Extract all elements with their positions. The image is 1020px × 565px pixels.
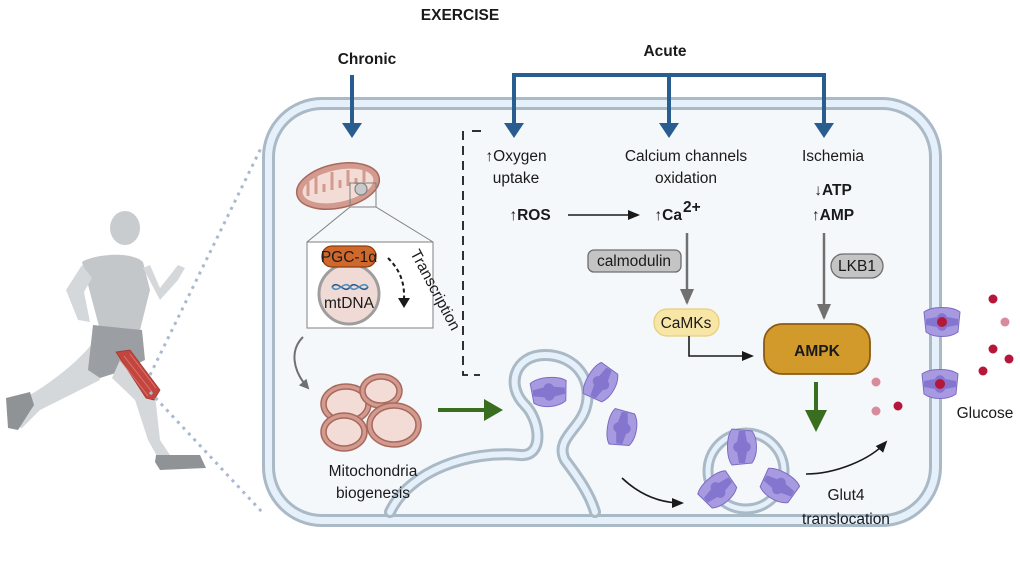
feedback-dashed-line (462, 131, 480, 376)
pgc1a-label: PGC-1α (321, 249, 377, 266)
glut4-transporter (529, 376, 567, 408)
back-shoe (6, 392, 34, 430)
ampk-activation-arrow (805, 382, 827, 432)
glut4-transporter (606, 407, 638, 447)
label-acute: Acute (643, 43, 686, 60)
dna-helix-icon (331, 283, 369, 291)
label-oxygen-uptake-2: uptake (493, 170, 540, 187)
label-calcium-channels-2: oxidation (655, 170, 717, 187)
glucose-molecule (988, 294, 998, 304)
signal-atp: ↓ATP (814, 182, 852, 199)
glucose-molecule (871, 377, 881, 387)
glut4-transporter (727, 428, 757, 466)
label-oxygen-uptake-1: ↑Oxygen (485, 148, 546, 165)
signal-ca-superscript: 2+ (683, 199, 701, 216)
signal-amp: ↑AMP (812, 207, 854, 224)
muscle-cell (262, 97, 942, 527)
glucose-molecule (935, 379, 945, 389)
ampk-node: AMPK (763, 323, 871, 375)
camk-to-ampk-arrow (688, 336, 754, 361)
acute-arrowhead-calcium (659, 123, 679, 138)
calmodulin-badge: calmodulin (587, 249, 682, 273)
label-chronic: Chronic (338, 51, 397, 68)
runner-head (110, 211, 140, 245)
glucose-molecule (978, 366, 988, 376)
pgc1a-badge (321, 245, 377, 268)
glucose-molecule (1004, 354, 1014, 364)
cytoplasm (275, 110, 929, 514)
glucose-molecule (893, 401, 903, 411)
glucose-molecule (937, 317, 947, 327)
glucose-molecule (988, 344, 998, 354)
membrane-invagination (384, 348, 601, 518)
mitochondrion (295, 162, 381, 210)
label-glut4: Glut4 (827, 487, 864, 504)
glucose-uptake-arrow (805, 440, 888, 475)
acute-arrowhead-oxygen (504, 123, 524, 138)
title-exercise: EXERCISE (421, 7, 499, 24)
label-ischemia: Ischemia (802, 148, 864, 165)
glut4-transporter (582, 361, 619, 403)
glucose-molecule (1000, 317, 1010, 327)
svg-text:LKB1: LKB1 (838, 258, 876, 275)
label-translocation: translocation (802, 511, 890, 528)
front-shoe (155, 455, 206, 470)
label-mitochondria: Mitochondria (329, 463, 418, 480)
svg-text:CaMKs: CaMKs (661, 315, 712, 332)
transcription-arrowhead (398, 298, 410, 308)
lkb1-badge: LKB1 (830, 253, 884, 279)
signal-ca: ↑Ca (654, 207, 682, 224)
vesicle-formation-arrow (621, 477, 684, 508)
mitochondria-cluster (320, 373, 422, 452)
glut4-transporters (529, 307, 961, 509)
biogenesis-arrow (293, 336, 310, 390)
runner-shirt (82, 254, 150, 330)
acute-arrowhead-ischemia (814, 123, 834, 138)
glucose-molecules (871, 294, 1014, 416)
svg-text:AMPK: AMPK (794, 343, 840, 360)
label-biogenesis: biogenesis (336, 485, 410, 502)
glut4-transporter (759, 467, 801, 504)
svg-text:calmodulin: calmodulin (597, 253, 671, 270)
zoom-guide-lines (148, 145, 264, 514)
camks-node: CaMKs (653, 308, 720, 337)
exercise-arrows (342, 73, 834, 138)
mito-to-glut4-arrow (438, 399, 503, 421)
glucose-molecule (871, 406, 881, 416)
label-glucose: Glucose (957, 405, 1014, 422)
signal-ros: ↑ROS (509, 207, 550, 224)
mtdna-label: mtDNA (324, 295, 375, 312)
label-calcium-channels-1: Calcium channels (625, 148, 748, 165)
glut4-transporter (923, 307, 961, 337)
glut4-transporter (697, 470, 738, 509)
glut4-transporter (921, 369, 959, 399)
runner-figure (6, 211, 206, 470)
